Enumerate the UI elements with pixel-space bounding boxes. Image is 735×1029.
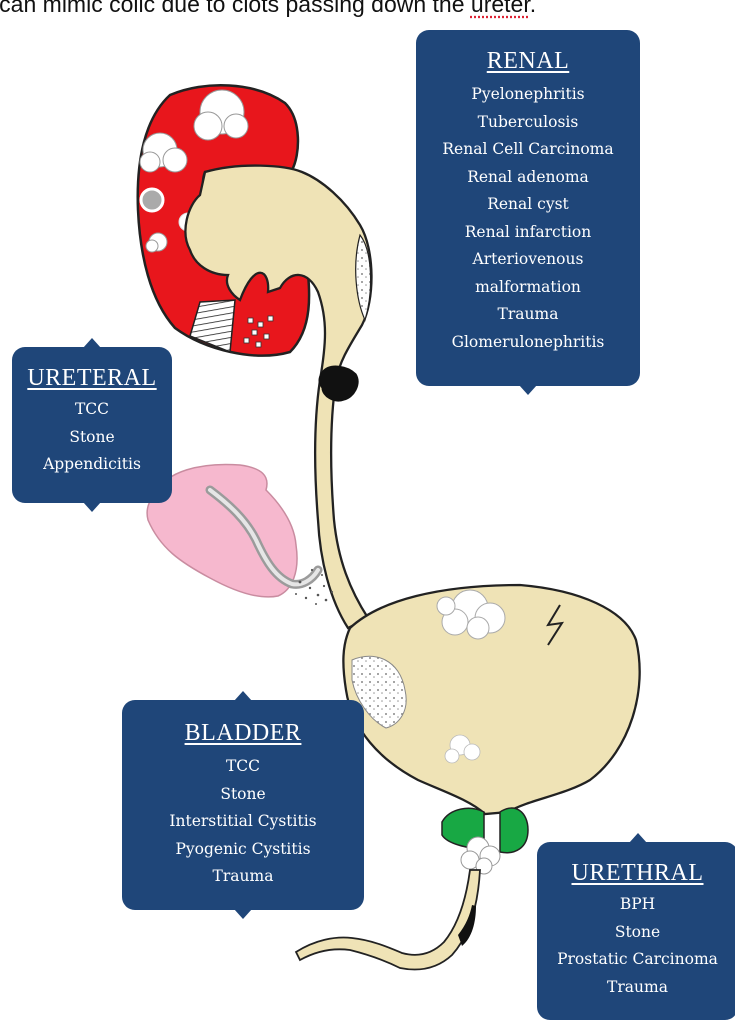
list-item: Pyogenic Cystitis [122, 836, 364, 864]
list-item: TCC [122, 753, 364, 781]
renal-callout: RENAL Pyelonephritis Tuberculosis Renal … [416, 30, 640, 386]
list-item: Interstitial Cystitis [122, 808, 364, 836]
list-item: Glomerulonephritis [416, 329, 640, 357]
list-item: Trauma [537, 974, 735, 1002]
prostate [442, 808, 528, 874]
list-item: Prostatic Carcinoma [537, 946, 735, 974]
list-item: malformation [416, 274, 640, 302]
bladder-callout: BLADDER TCC Stone Interstitial Cystitis … [122, 700, 364, 910]
list-item: Pyelonephritis [416, 81, 640, 109]
renal-causes-list: Pyelonephritis Tuberculosis Renal Cell C… [416, 81, 640, 356]
list-item: Tuberculosis [416, 109, 640, 137]
list-item: BPH [537, 891, 735, 919]
list-item: Renal infarction [416, 219, 640, 247]
urethral-callout: URETHRAL BPH Stone Prostatic Carcinoma T… [537, 842, 735, 1020]
renal-heading: RENAL [416, 48, 640, 75]
bladder [343, 585, 639, 814]
appendix [147, 464, 333, 605]
bladder-heading: BLADDER [122, 720, 364, 747]
list-item: Appendicitis [12, 451, 172, 479]
urethral-causes-list: BPH Stone Prostatic Carcinoma Trauma [537, 891, 735, 1001]
list-item: Stone [122, 781, 364, 809]
list-item: Trauma [122, 863, 364, 891]
ureteral-callout: URETERAL TCC Stone Appendicitis [12, 347, 172, 503]
bladder-causes-list: TCC Stone Interstitial Cystitis Pyogenic… [122, 753, 364, 891]
prostate-right-lobe [500, 808, 528, 853]
urethral-heading: URETHRAL [537, 860, 735, 887]
list-item: Renal cyst [416, 191, 640, 219]
kidney-grey-cyst [141, 189, 163, 211]
list-item: Renal Cell Carcinoma [416, 136, 640, 164]
list-item: Stone [537, 919, 735, 947]
list-item: TCC [12, 396, 172, 424]
list-item: Renal adenoma [416, 164, 640, 192]
ureteral-heading: URETERAL [12, 365, 172, 392]
list-item: Trauma [416, 301, 640, 329]
ureteral-causes-list: TCC Stone Appendicitis [12, 396, 172, 479]
list-item: Stone [12, 424, 172, 452]
list-item: Arteriovenous [416, 246, 640, 274]
